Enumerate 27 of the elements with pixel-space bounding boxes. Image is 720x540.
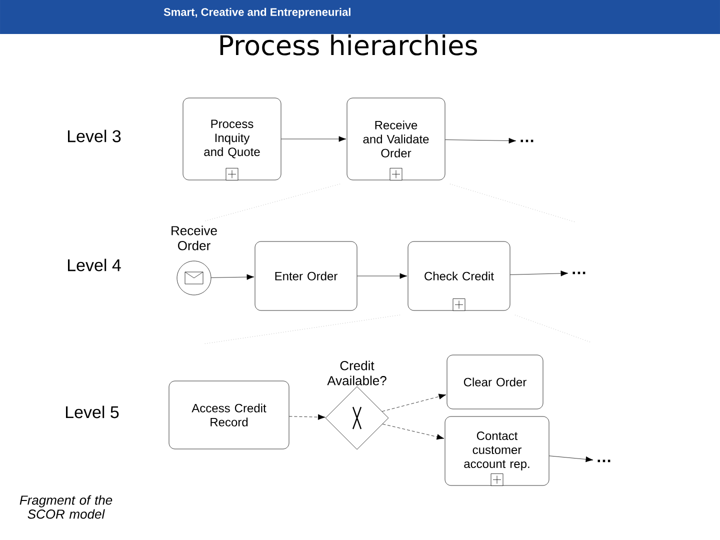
arrow: [445, 138, 516, 144]
arrow: [211, 274, 254, 280]
ellipsis: …: [520, 140, 534, 142]
ellipsis: …: [572, 272, 586, 274]
event-label: Receive Order: [172, 226, 217, 250]
level-label: Level 4: [68, 258, 121, 272]
arrow: [281, 136, 346, 142]
note: Fragment of the SCOR model: [20, 495, 112, 519]
arrow: [510, 270, 568, 276]
ellipsis: …: [598, 460, 610, 462]
arrow: [289, 414, 326, 420]
task-box: Check Credit: [408, 241, 510, 311]
arrow: [357, 273, 408, 279]
slogan: Smart, Creative and Entrepreneurial: [164, 8, 350, 18]
task-box: Clear Order: [446, 354, 544, 410]
arrow: [549, 456, 594, 462]
task-box: Contact customer account rep.: [444, 416, 550, 486]
task-box: Receive and Validate Order: [346, 98, 446, 180]
task-box: Access Credit Record: [168, 380, 290, 450]
task-box: Enter Order: [254, 241, 358, 311]
title: Process hierarchies: [220, 34, 477, 56]
task-box: Process Inquity and Quote: [182, 98, 282, 180]
arrow: [382, 394, 446, 412]
level-label: Level 3: [68, 130, 121, 142]
arrow: [382, 424, 444, 440]
gateway-label: Credit Available?: [327, 360, 386, 386]
level-label: Level 5: [66, 406, 119, 418]
